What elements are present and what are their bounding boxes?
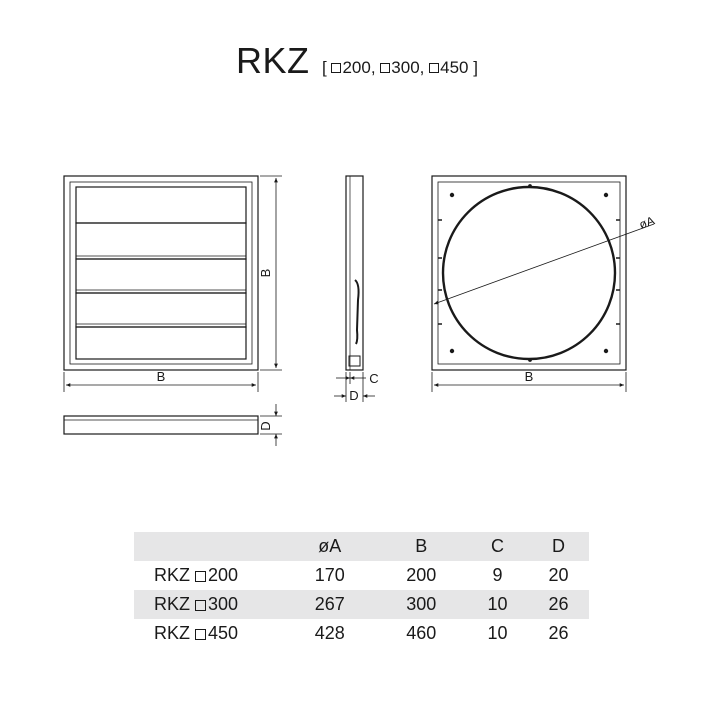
dimensions-table: øA B C D RKZ 200 170 200 9 20 RKZ 300 26… [134,532,589,648]
cell-a: 267 [314,594,345,614]
cell-d: 26 [548,623,569,643]
cell-d: 20 [548,565,569,585]
header-model [134,532,284,561]
louver-blade [75,326,247,360]
row-model: RKZ 300 [154,594,239,614]
rear-diameter-label: øA [637,213,656,231]
cell-b: 300 [406,594,437,614]
bottom-depth-label: D [258,421,273,430]
cell-c: 9 [492,565,503,585]
louver-blade [75,292,247,328]
variant-450: 450 [440,58,469,77]
diagram-title: RKZ [ 200, 300, 450 ] [0,40,714,82]
cell-b: 460 [406,623,437,643]
front-frame-outer [63,175,259,371]
square-icon [195,571,207,582]
square-icon [331,63,342,73]
rear-width-label: B [525,369,534,384]
front-height-label: B [258,269,273,278]
variant-bracket-close: ] [473,58,478,77]
front-width-label: B [157,369,166,384]
square-icon [380,63,391,73]
cell-a: 428 [314,623,345,643]
model-name: RKZ [236,40,310,81]
table-row: RKZ 300 267 300 10 26 [134,590,589,619]
header-b: B [415,536,428,556]
front-height-dimension [260,175,282,371]
cell-c: 10 [487,594,508,614]
square-icon [429,63,440,73]
table-row: RKZ 450 428 460 10 26 [134,619,589,648]
table-row: RKZ 200 170 200 9 20 [134,561,589,590]
header-a: øA [318,536,342,556]
louver-blade [75,186,247,224]
square-icon [195,629,207,640]
front-width-dimension [63,372,259,392]
rear-view [431,175,627,371]
variant-200: 200, [342,58,376,77]
side-view [345,175,364,371]
bottom-view [63,415,259,435]
rear-diameter-dimension [433,223,655,305]
duct-opening [441,185,617,361]
front-frame-inner [69,181,253,365]
side-c-label: C [369,371,378,386]
square-icon [195,600,207,611]
row-model: RKZ 200 [154,565,239,585]
variant-300: 300, [391,58,425,77]
front-view [63,175,259,371]
variant-list: [ 200, 300, 450 ] [322,58,478,77]
rear-width-dimension [431,372,627,392]
cell-b: 200 [406,565,437,585]
header-c: C [491,536,504,556]
cell-a: 170 [314,565,345,585]
row-model: RKZ 450 [154,623,239,643]
louver-blade [75,222,247,260]
side-dimensions [334,372,375,402]
cell-c: 10 [487,623,508,643]
bottom-depth-dimension [260,404,282,446]
louver-blade [75,258,247,294]
variant-bracket-open: [ [321,58,327,77]
side-depth-label: D [349,388,358,403]
cell-d: 26 [548,594,569,614]
table-header-row: øA B C D [134,532,589,561]
header-d: D [552,536,565,556]
